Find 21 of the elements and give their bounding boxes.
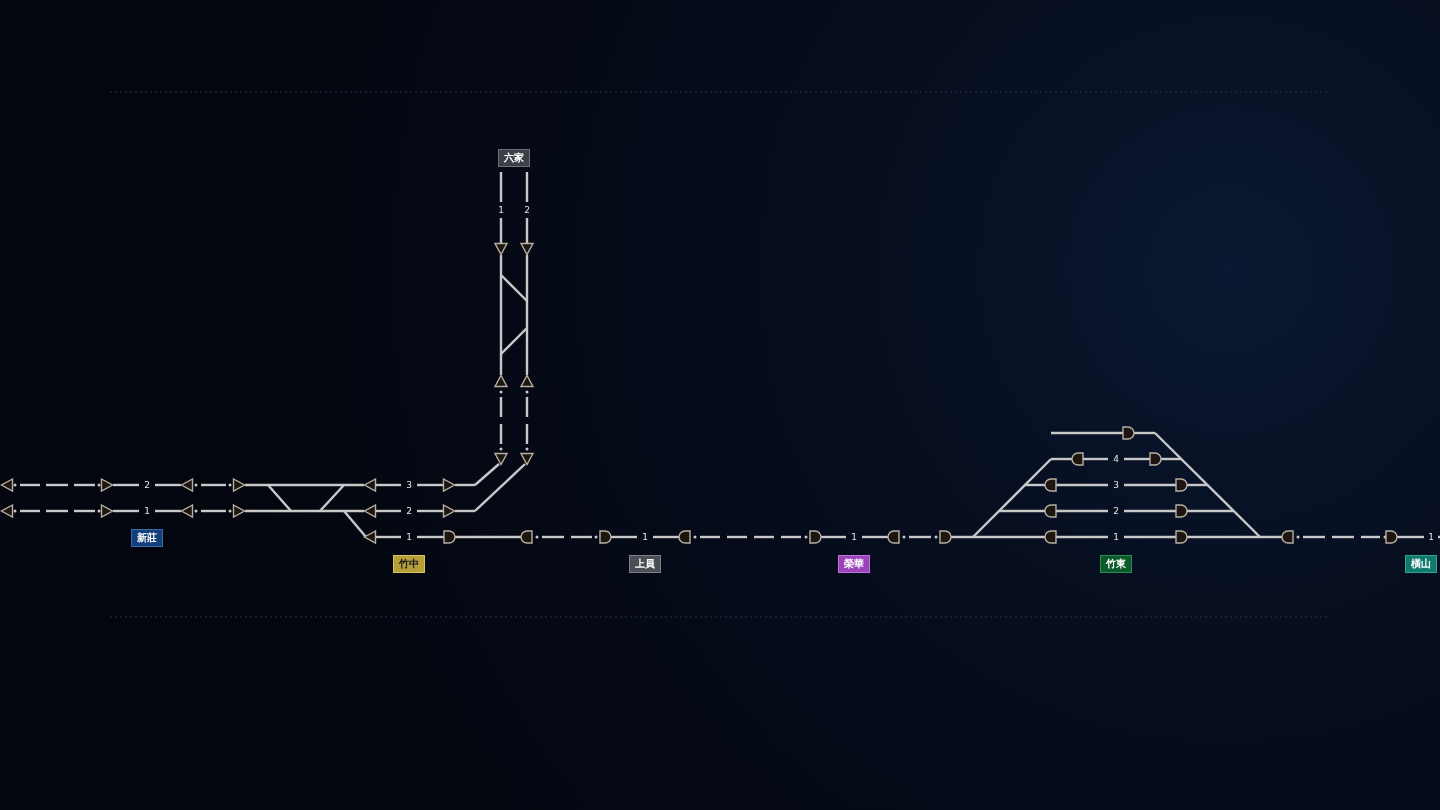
track-number: 1	[498, 205, 504, 215]
track-number: 2	[406, 506, 412, 516]
track-number: 1	[642, 532, 648, 542]
track-number: 1	[144, 506, 150, 516]
station-label: 新莊	[131, 529, 163, 547]
track-number: 1	[851, 532, 857, 542]
station-label: 竹東	[1100, 555, 1132, 573]
track-number: 2	[144, 480, 150, 490]
track-number: 1	[1428, 532, 1434, 542]
track-number: 3	[406, 480, 412, 490]
station-label: 六家	[498, 149, 530, 167]
station-label: 上員	[629, 555, 661, 573]
track-number: 2	[524, 205, 530, 215]
station-label: 橫山	[1405, 555, 1437, 573]
track-number: 3	[1113, 480, 1119, 490]
station-label: 竹中	[393, 555, 425, 573]
track-number: 1	[1113, 532, 1119, 542]
track-number: 2	[1113, 506, 1119, 516]
station-label: 榮華	[838, 555, 870, 573]
track-number: 4	[1113, 454, 1119, 464]
track-number: 1	[406, 532, 412, 542]
